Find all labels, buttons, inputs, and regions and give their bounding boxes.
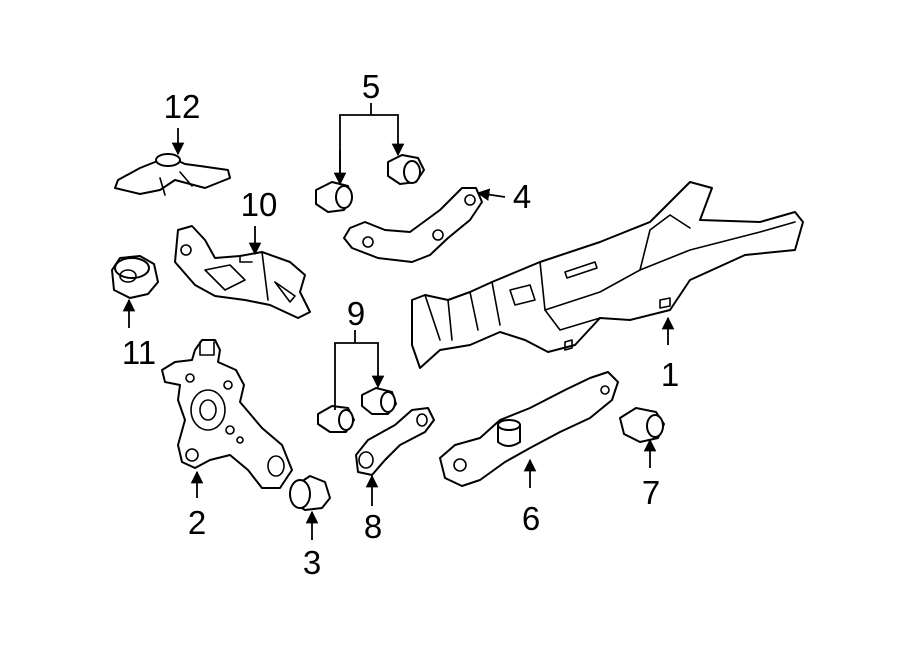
- lower-arm[interactable]: [439, 371, 619, 487]
- callout-9: 9: [347, 295, 365, 332]
- control-link[interactable]: [355, 407, 435, 476]
- leader-lines: [122, 103, 675, 540]
- crossmember[interactable]: [411, 181, 804, 369]
- bushing-5a[interactable]: [315, 181, 353, 213]
- callout-4: 4: [513, 178, 531, 215]
- bushing-7[interactable]: [619, 407, 665, 443]
- bushing-9b[interactable]: [361, 387, 397, 415]
- bushing-11[interactable]: [111, 255, 159, 299]
- callout-5: 5: [362, 68, 380, 105]
- callout-8: 8: [364, 508, 382, 545]
- callout-3: 3: [303, 544, 321, 581]
- knuckle[interactable]: [161, 339, 293, 489]
- callout-11: 11: [122, 334, 156, 371]
- callout-10: 10: [241, 186, 278, 223]
- callout-2: 2: [188, 504, 206, 541]
- upper-arm[interactable]: [343, 187, 483, 263]
- upper-bracket[interactable]: [114, 153, 231, 196]
- callout-labels: 1 2 3 4 5 6 7 8 9 10 11 12: [122, 68, 679, 581]
- callout-6: 6: [522, 500, 540, 537]
- bushing-9a[interactable]: [317, 405, 355, 433]
- callout-1: 1: [661, 356, 679, 393]
- bushing-3[interactable]: [289, 475, 331, 511]
- callout-12: 12: [164, 88, 201, 125]
- mount-bracket[interactable]: [174, 225, 311, 319]
- callout-7: 7: [642, 474, 660, 511]
- bushing-5b[interactable]: [387, 154, 425, 185]
